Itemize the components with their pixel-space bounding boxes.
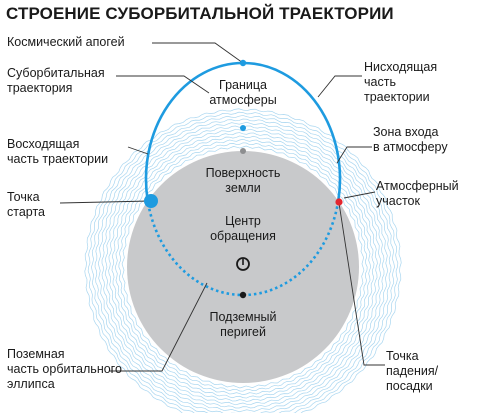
atmosphere-wave-line (87, 111, 399, 413)
start-point (144, 194, 158, 208)
surface-point (240, 148, 246, 154)
leader-lines (59, 42, 385, 372)
atmosphere-boundary-point (240, 125, 246, 131)
atmosphere-wave-line (84, 108, 402, 413)
leader-start (59, 200, 151, 204)
leader-suborbital (116, 75, 210, 94)
perigee-point (239, 291, 247, 299)
atmosphere-wave-line (94, 118, 392, 413)
atmosphere-wave-line (111, 135, 375, 399)
leader-atmo-segment (343, 191, 376, 199)
leader-ground-part (110, 282, 208, 372)
atmosphere-wave-line (118, 142, 368, 392)
atmosphere-wave-line (91, 115, 395, 413)
leader-entry-zone (336, 146, 372, 164)
leader-landing (338, 202, 385, 366)
leader-ascending (127, 146, 149, 155)
atmosphere-wave-line (97, 121, 389, 413)
atmosphere-wave-line (114, 138, 372, 396)
atmosphere-wave-line (101, 125, 385, 409)
atmosphere-wave-line (104, 128, 382, 406)
earth-surface (127, 151, 359, 383)
ring-icon (236, 257, 250, 271)
apogee-point (239, 59, 247, 67)
diagram-title: СТРОЕНИЕ СУБОРБИТАЛЬНОЙ ТРАЕКТОРИИ (6, 4, 394, 23)
leader-apogee (152, 42, 244, 64)
atmosphere-wave-line (108, 132, 378, 402)
atmosphere-layer (84, 108, 402, 413)
leader-descending (317, 75, 362, 98)
label-apogee: Космический апогей (7, 35, 125, 49)
atmosphere-wave-line (121, 145, 365, 389)
landing-point (335, 198, 343, 206)
